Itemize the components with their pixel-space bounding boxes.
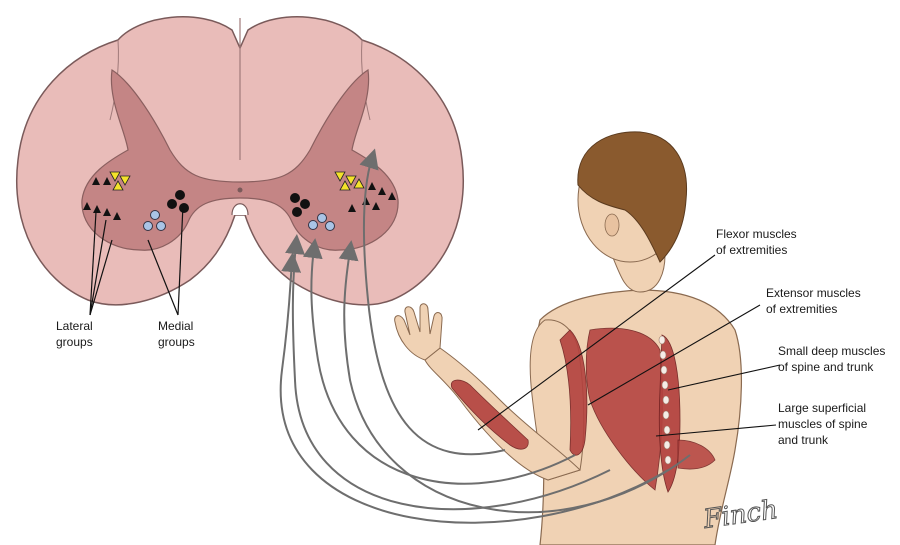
label-lateral-line2: groups [56,335,93,349]
label-lateral-line1: Lateral [56,319,93,333]
label-small-deep-line2: of spine and trunk [778,360,874,374]
black-circle-marker [179,203,189,213]
central-canal [238,188,243,193]
blue-circle-marker [326,222,335,231]
blue-circle-marker [318,214,327,223]
blue-circle-marker [144,222,153,231]
label-medial-line1: Medial [158,319,193,333]
black-circle-marker [175,190,185,200]
ear [605,214,619,236]
label-small-deep-line1: Small deep muscles [778,344,885,358]
blue-circle-marker [309,221,318,230]
blue-circle-marker [151,211,160,220]
label-lateral-groups: Lateral groups [56,319,93,349]
label-medial-line2: groups [158,335,195,349]
black-circle-marker [292,207,302,217]
blue-circle-marker [157,222,166,231]
label-extensor: Extensor muscles of extremities [766,286,861,316]
black-circle-marker [290,193,300,203]
label-extensor-line2: of extremities [766,302,837,316]
label-medial-groups: Medial groups [158,319,195,349]
label-flexor: Flexor muscles of extremities [716,227,797,257]
label-flexor-line1: Flexor muscles [716,227,797,241]
label-large-superficial: Large superficial muscles of spine and t… [778,401,868,447]
label-large-sup-line2: muscles of spine [778,417,868,431]
black-circle-marker [300,199,310,209]
label-extensor-line1: Extensor muscles [766,286,861,300]
spinal-cord-section [17,17,464,305]
label-small-deep: Small deep muscles of spine and trunk [778,344,885,374]
hand [395,304,442,360]
label-large-sup-line3: and trunk [778,433,829,447]
label-large-sup-line1: Large superficial [778,401,866,415]
label-flexor-line2: of extremities [716,243,787,257]
black-circle-marker [167,199,177,209]
